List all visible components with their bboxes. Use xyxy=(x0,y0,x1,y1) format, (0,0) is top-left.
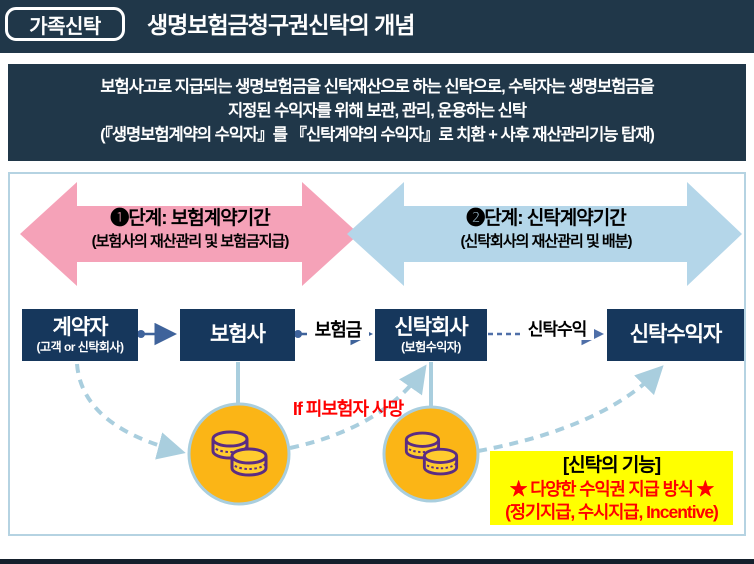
phase2-subtitle: (신탁회사의 재산관리 및 배분) xyxy=(460,233,632,250)
death-condition-label: If 피보험자 사망 xyxy=(292,399,404,419)
entity-insurer: 보험사 xyxy=(180,309,295,361)
concept-line-2: 지정된 수익자를 위해 보관, 관리, 운용하는 신탁 xyxy=(227,102,527,120)
concept-line-3: (『생명보험계약의 수익자』를 『신탁계약의 수익자』로 치환 + 사후 재산관… xyxy=(100,126,655,144)
phase2-arrow-shape xyxy=(347,182,742,286)
trust-benefit-flow-label: 신탁수익 xyxy=(520,320,594,340)
phase1-subtitle: (보험사의 재산관리 및 보험금지급) xyxy=(91,233,290,250)
header-bar: 가족신탁 생명보험금청구권신탁의 개념 xyxy=(0,0,754,53)
phase1-label: ❶단계: 보험계약기간 (보험사의 재산관리 및 보험금지급) xyxy=(62,206,318,252)
phase2-title: ❷단계: 신탁계약기간 xyxy=(466,208,626,229)
trust-function-callout: [신탁의 기능] ★ 다양한 수익권 지급 방식 ★ (정기지급, 수시지급, … xyxy=(490,451,733,525)
premium-flow-label: 보험금 xyxy=(307,320,369,340)
entity-contractor: 계약자 (고객 or 신탁회사) xyxy=(22,309,138,361)
entity-trust-company: 신탁회사 (보험수익자) xyxy=(375,309,487,361)
entity-beneficiary: 신탁수익자 xyxy=(607,309,744,361)
diagram-connections-layer xyxy=(20,182,742,506)
phase2-label: ❷단계: 신탁계약기간 (신탁회사의 재산관리 및 배분) xyxy=(410,206,682,252)
phase1-title: ❶단계: 보험계약기간 xyxy=(110,208,270,229)
trust-function-line2: (정기지급, 수시지급, Incentive) xyxy=(505,502,719,522)
trust-function-title: [신탁의 기능] xyxy=(562,455,661,476)
curve-contractor-to-pool1 xyxy=(75,363,186,460)
concept-box: 보험사고로 지급되는 생명보험금을 신탁재산으로 하는 신탁으로, 수탁자는 생… xyxy=(8,64,746,161)
page-title: 생명보험금청구권신탁의 개념 xyxy=(147,12,415,38)
curve-pool1-to-trustco xyxy=(289,364,427,450)
diagram-panel: ❶단계: 보험계약기간 (보험사의 재산관리 및 보험금지급) ❷단계: 신탁계… xyxy=(8,172,746,536)
phase1-arrow-shape xyxy=(20,182,359,286)
curve-pool2-to-beneficiary xyxy=(477,365,664,453)
concept-line-1: 보험사고로 지급되는 생명보험금을 신탁재산으로 하는 신탁으로, 수탁자는 생… xyxy=(100,78,654,96)
footer-bar xyxy=(0,559,754,564)
category-badge: 가족신탁 xyxy=(5,7,125,41)
trust-function-line1: ★ 다양한 수익권 지급 방식 ★ xyxy=(509,479,714,499)
